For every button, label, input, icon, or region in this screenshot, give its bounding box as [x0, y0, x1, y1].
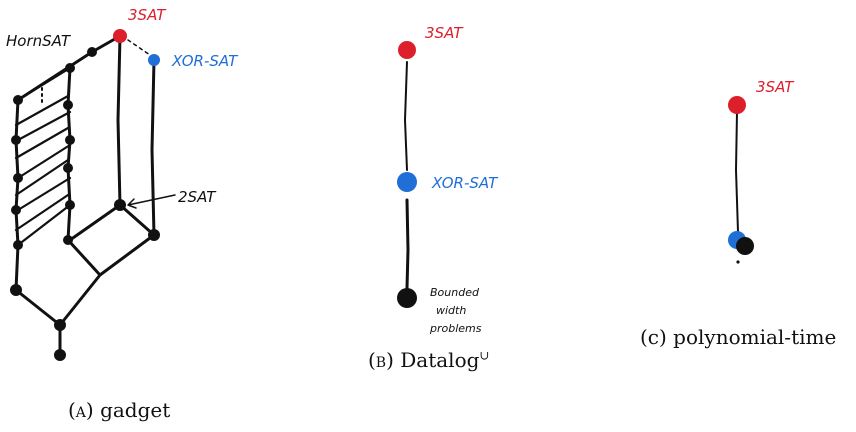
- label-bounded-2: width: [436, 304, 466, 317]
- edge-xor-bounded-b: [405, 198, 410, 290]
- node: [54, 319, 66, 331]
- edge-bottom-mid: [66, 238, 102, 277]
- node-dot-c: [736, 260, 740, 264]
- caption-a-letter: (a): [68, 398, 94, 422]
- label-3sat-b: 3SAT: [425, 24, 464, 42]
- edge-bottom-box: [14, 203, 156, 327]
- node: [13, 95, 23, 105]
- label-xorsat-a: XOR-SAT: [171, 52, 239, 70]
- panel-b-datalog: [403, 61, 410, 290]
- label-hornsat: HornSAT: [6, 32, 72, 50]
- panel-b-nodes: [397, 41, 417, 308]
- caption-b: (b) Datalog∪: [368, 348, 490, 372]
- edge-3sat-bottom-c: [734, 111, 739, 233]
- edge-left-col-inner: [66, 66, 72, 242]
- edge-dash-3sat-xor: [127, 39, 151, 56]
- label-3sat-a: 3SAT: [128, 6, 167, 24]
- label-3sat-c: 3SAT: [756, 78, 795, 96]
- node: [148, 229, 160, 241]
- node: [13, 173, 23, 183]
- ladder-rungs: [14, 66, 72, 247]
- edge-3sat-down: [116, 34, 122, 207]
- edge-3sat-xor-b: [403, 61, 408, 171]
- label-bounded-1: Bounded: [430, 286, 480, 299]
- node: [11, 205, 21, 215]
- node: [11, 135, 21, 145]
- node-3sat: [113, 29, 127, 43]
- node: [65, 135, 75, 145]
- node-3sat-c: [728, 96, 746, 114]
- panel-c-nodes: [728, 96, 754, 264]
- node-bounded-b: [397, 288, 417, 308]
- label-xorsat-b: XOR-SAT: [431, 174, 499, 192]
- node-3sat-b: [398, 41, 416, 59]
- label-2sat: 2SAT: [178, 188, 217, 206]
- caption-a-text: gadget: [100, 398, 171, 422]
- label-bounded-3: problems: [429, 322, 482, 335]
- node-bounded-c: [736, 237, 754, 255]
- edge-xor-down: [150, 58, 156, 237]
- node-2sat: [114, 199, 126, 211]
- caption-c-text: (c) polynomial-time: [640, 325, 837, 349]
- node-xorsat: [148, 54, 160, 66]
- node: [63, 163, 73, 173]
- node: [63, 100, 73, 110]
- caption-b-sup: ∪: [479, 348, 490, 363]
- node: [54, 349, 66, 361]
- arrow-2sat: [127, 194, 176, 209]
- node: [10, 284, 22, 296]
- caption-b-letter: (b): [368, 348, 394, 372]
- node: [13, 240, 23, 250]
- panel-c-ptime: [734, 111, 739, 233]
- node: [63, 235, 73, 245]
- caption-a: (a) gadget: [68, 398, 170, 422]
- node: [65, 63, 75, 73]
- node: [87, 47, 97, 57]
- node-xorsat-b: [397, 172, 417, 192]
- panel-a-nodes: [10, 29, 160, 361]
- panel-a-gadget: [14, 34, 176, 357]
- caption-b-text: Datalog: [400, 348, 480, 372]
- node: [65, 200, 75, 210]
- caption-c: (c) polynomial-time: [640, 325, 836, 349]
